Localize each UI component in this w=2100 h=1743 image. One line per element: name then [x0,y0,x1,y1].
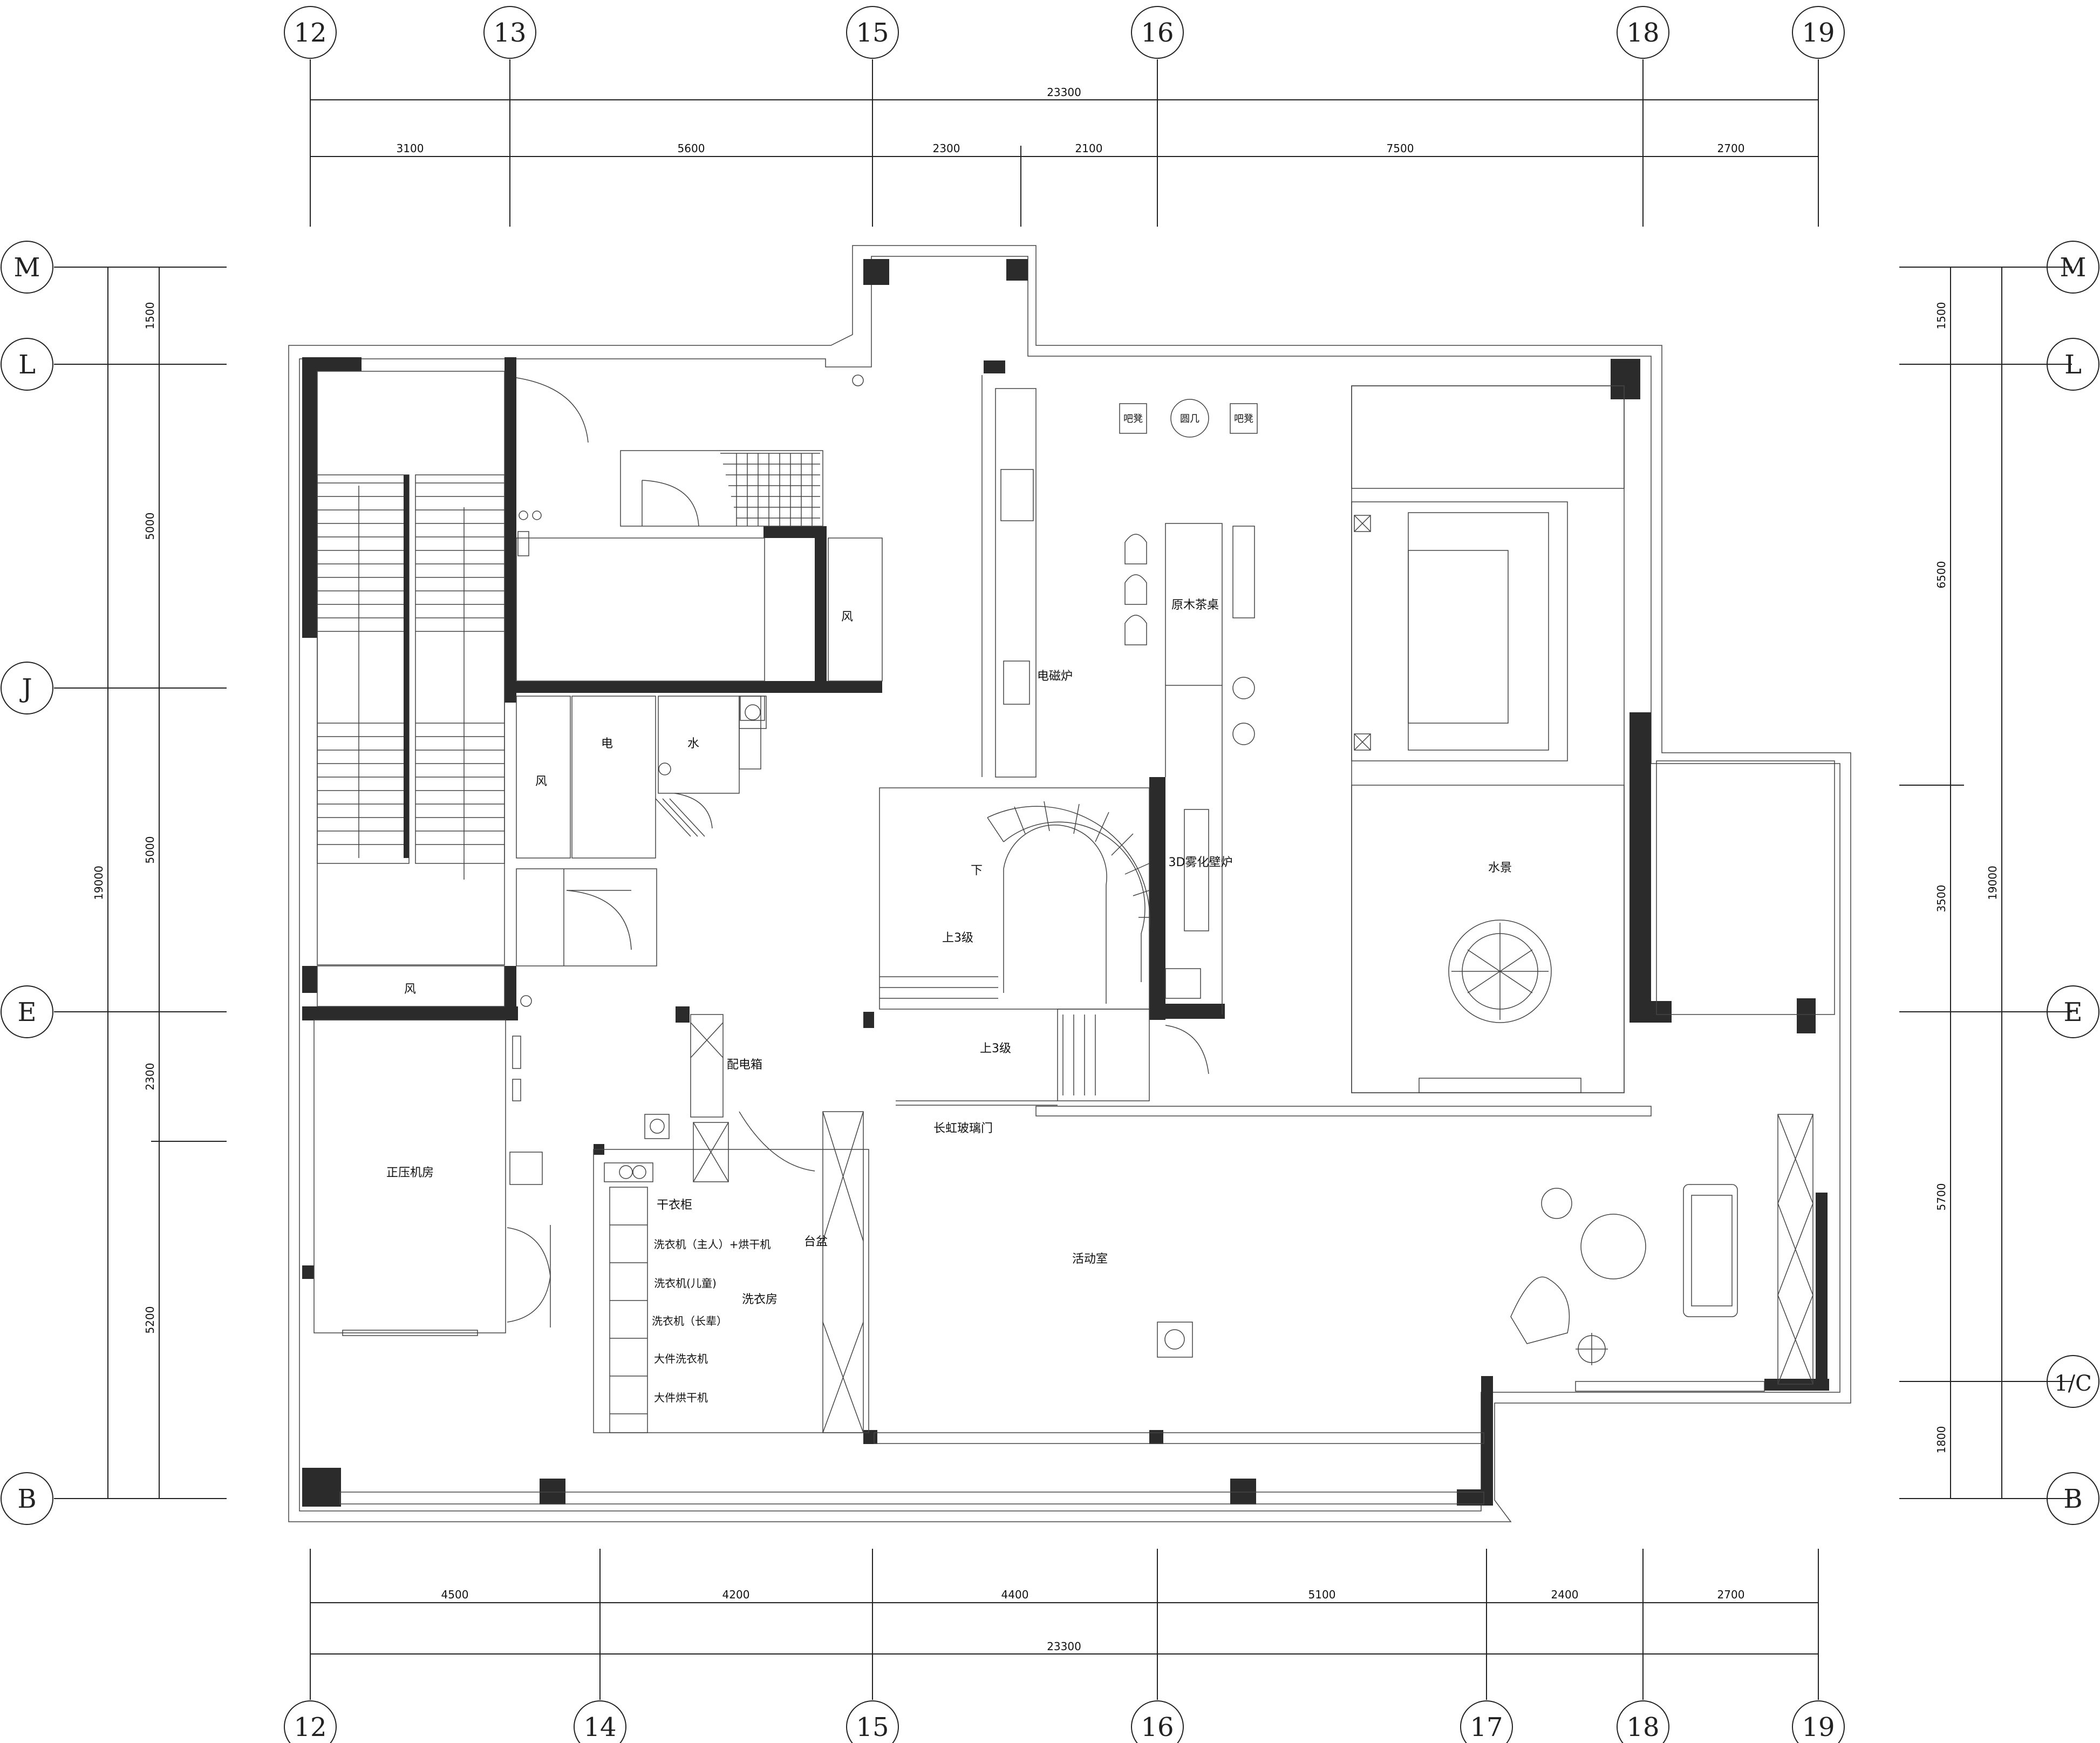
right-dim-seg: 6500 [1935,561,1948,589]
axis-label-top: 15 [856,18,889,48]
label-down: 下 [971,864,983,877]
top-dim-seg: 2700 [1717,142,1745,155]
axis-label-bottom: 18 [1626,1712,1659,1742]
axis-label-bottom: 14 [583,1712,616,1742]
label-round-table: 圆几 [1180,413,1199,425]
label-laundry-room: 洗衣房 [742,1293,778,1306]
right-axis-bubbles [2047,241,2099,1525]
left-dimension-lines [54,267,227,1499]
label-glass-door: 长虹玻璃门 [933,1122,993,1135]
label-bar-stool-1: 吧凳 [1123,413,1143,425]
right-dimension-lines [1899,267,2072,1499]
top-dimension-lines [310,59,1819,227]
axis-label-bottom: 19 [1802,1712,1835,1742]
axis-label-top: 18 [1626,18,1659,48]
water-feature-area [1351,385,1835,1093]
axis-label-right: E [2063,997,2082,1027]
spiral-stair [879,787,1209,1101]
left-dim-seg: 5000 [144,513,156,540]
axis-label-top: 19 [1802,18,1835,48]
label-bar-stool-2: 吧凳 [1234,413,1253,425]
stairwell-left [317,371,505,1007]
label-washer-master: 洗衣机（主人）+烘干机 [654,1238,771,1251]
left-dim-seg: 2300 [144,1063,156,1091]
top-dim-seg: 2100 [1075,142,1103,155]
core-upper [516,377,883,682]
label-duct-stair: 风 [404,983,416,996]
pressure-room [313,1019,551,1336]
bottom-dim-seg: 5100 [1308,1588,1336,1601]
axis-label-top: 16 [1141,18,1174,48]
right-dim-seg: 5700 [1935,1183,1948,1211]
label-tea-table: 原木茶桌 [1171,598,1219,612]
axis-label-left: B [17,1484,36,1514]
label-washer-elder: 洗衣机（长辈） [652,1315,727,1327]
bottom-total-dim: 23300 [1047,1640,1081,1653]
axis-label-bottom: 17 [1470,1712,1503,1742]
right-dim-seg: 1800 [1935,1426,1948,1454]
axis-label-top: 13 [493,18,526,48]
label-distribution-box: 配电箱 [727,1058,762,1072]
axis-label-bottom: 12 [294,1712,326,1742]
bottom-dim-seg: 2400 [1551,1588,1579,1601]
fixtures-misc [512,375,864,1101]
label-water: 水 [687,737,699,751]
activity-room [339,1100,1813,1504]
axis-label-right: B [2063,1484,2082,1514]
label-pressure-room: 正压机房 [386,1166,434,1180]
label-fireplace: 3D雾化壁炉 [1169,856,1233,869]
left-dim-seg: 5000 [144,836,156,864]
label-dry-cabinet: 干衣柜 [657,1199,692,1212]
label-activity-room: 活动室 [1072,1252,1108,1266]
axis-label-left: E [17,997,36,1027]
top-axis-bubbles [284,6,1845,59]
axis-label-right: L [2064,350,2082,380]
bottom-dim-seg: 2700 [1717,1588,1745,1601]
bottom-dim-seg: 4500 [441,1588,469,1601]
left-total-dim: 19000 [92,866,105,900]
top-total-dim: 23300 [1047,86,1081,99]
outer-boundary [288,245,1851,1522]
top-dim-seg: 7500 [1387,142,1414,155]
top-dim-seg: 3100 [397,142,424,155]
axis-label-left: M [13,253,40,283]
top-dim-seg: 2300 [933,142,960,155]
axis-label-left: J [19,673,32,704]
label-water-feature: 水景 [1488,861,1512,875]
label-big-washer: 大件洗衣机 [654,1352,708,1365]
label-big-dryer: 大件烘干机 [654,1391,708,1404]
stair-walls [404,475,409,858]
axis-label-bottom: 15 [856,1712,889,1742]
bottom-dim-seg: 4200 [722,1588,750,1601]
axis-label-top: 12 [294,18,326,48]
label-up-3-a: 上3级 [942,931,973,945]
bottom-dim-seg: 4400 [1001,1588,1029,1601]
left-dim-seg: 1500 [144,302,156,330]
kitchen-bar [981,375,1258,1015]
label-electric: 电 [601,737,613,751]
shafts [516,696,767,859]
label-duct-shaft: 风 [535,775,547,788]
label-up-3-b: 上3级 [980,1042,1011,1056]
axis-label-bottom: 16 [1141,1712,1174,1742]
label-duct-core: 风 [841,610,853,624]
label-induction: 电磁炉 [1037,670,1073,683]
label-washer-child: 洗衣机(儿童) [654,1277,717,1290]
axis-label-left: L [18,350,36,380]
axis-label-right: M [2060,253,2086,283]
walls [302,259,1829,1507]
laundry [593,1014,869,1433]
left-dim-seg: 5200 [144,1306,156,1334]
left-axis-bubbles [1,241,53,1525]
bottom-axis-bubbles [284,1700,1845,1743]
right-dim-seg: 1500 [1935,302,1948,330]
right-total-dim: 19000 [1986,866,1999,900]
bottom-dimension-lines [310,1549,1819,1700]
label-counter: 台盆 [804,1235,828,1249]
top-dim-seg: 5600 [678,142,705,155]
axis-label-right: 1/C [2054,1371,2092,1396]
lobby [516,868,657,966]
right-dim-seg: 3500 [1935,885,1948,913]
